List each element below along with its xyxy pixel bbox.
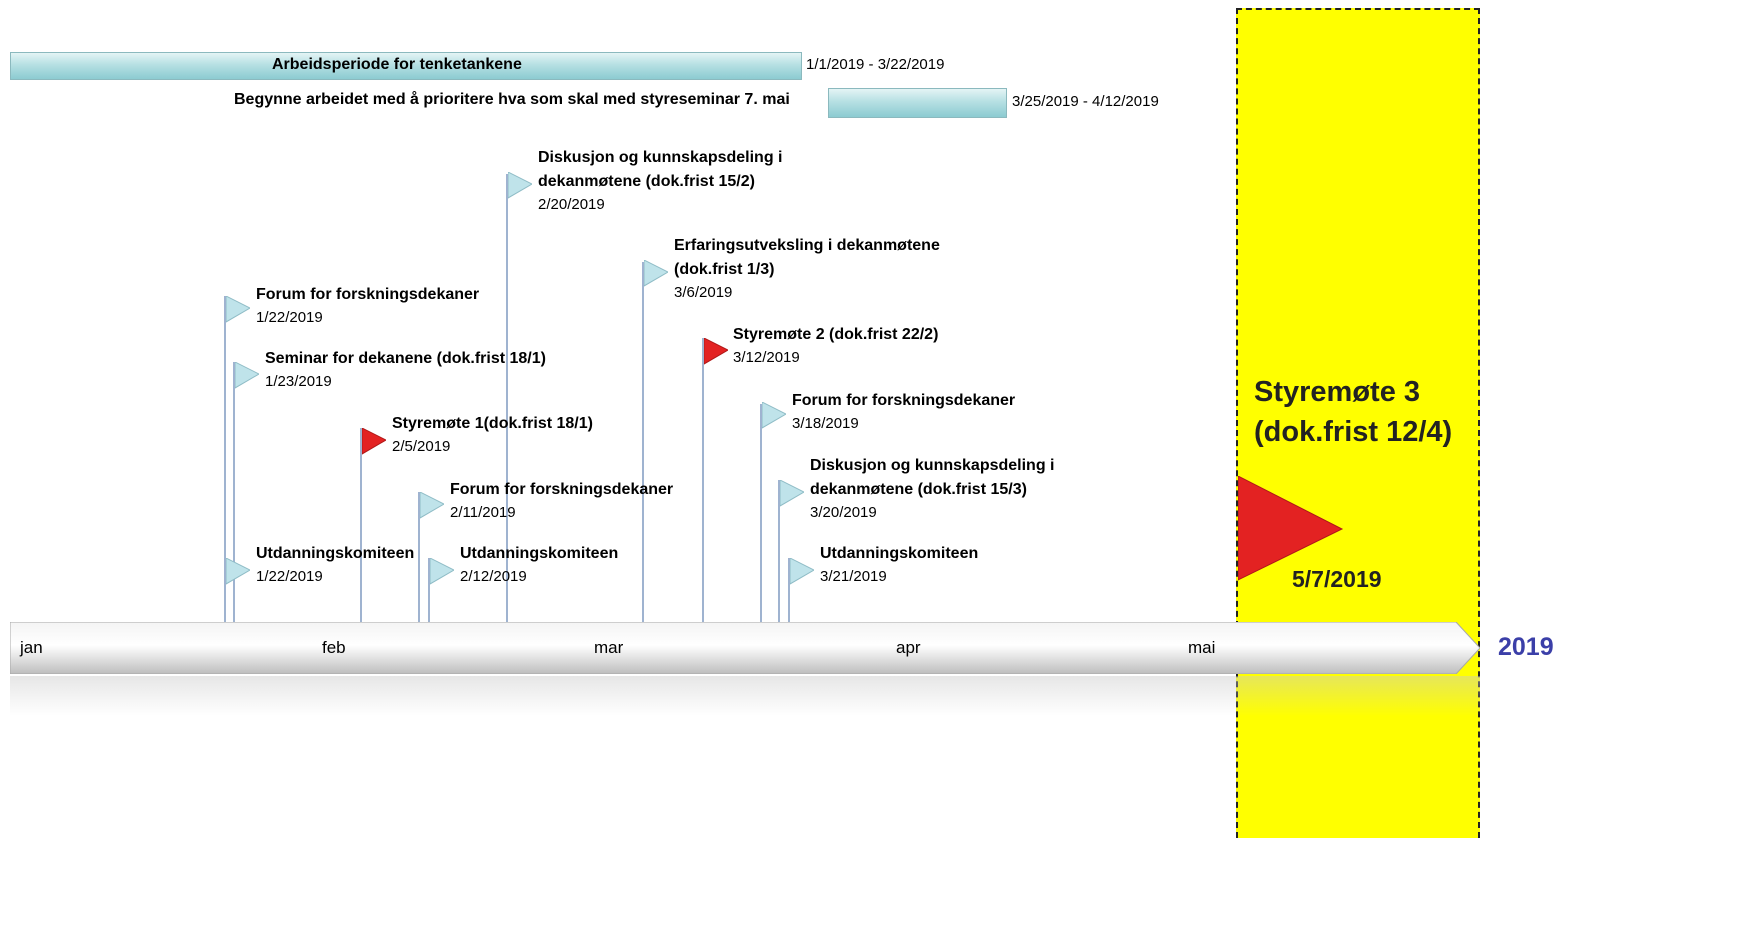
flag-icon [780,480,804,507]
milestone-date: 3/20/2019 [810,504,877,521]
period-bar-tenketank [10,52,802,80]
milestone-title: Diskusjon og kunnskapsdeling i [810,457,1055,474]
milestone-date: 3/18/2019 [792,415,859,432]
milestone-title: Forum for forskningsdekaner [256,286,480,303]
flag-icon [226,558,250,585]
axis-shadow [10,676,1480,716]
milestone-stem [642,262,644,622]
milestone-date: 3/21/2019 [820,568,887,585]
milestone-label: Forum for forskningsdekaner 2/11/2019 [450,478,673,524]
year-label: 2019 [1498,633,1554,661]
month-label-feb: feb [322,638,346,657]
milestone-stem [224,558,226,622]
month-label-apr: apr [896,638,921,657]
milestone-stem [760,404,762,622]
milestone-title: Utdanningskomiteen [820,545,979,562]
milestone-title-line2: dekanmøtene (dok.frist 15/2) [538,173,755,190]
milestone-stem [702,338,704,622]
milestone-date: 2/20/2019 [538,196,605,213]
month-label-mar: mar [594,638,624,657]
milestone-label: Utdanningskomiteen 1/22/2019 [256,542,414,588]
period-bar-prioritere [828,88,1007,118]
month-label-jan: jan [20,638,43,657]
milestone-stem [233,362,235,622]
flag-icon [226,296,250,323]
milestone-title-line2: dekanmøtene (dok.frist 15/3) [810,481,1027,498]
milestone-label: Styremøte 2 (dok.frist 22/2) 3/12/2019 [733,323,938,369]
milestone-date: 3/6/2019 [674,284,733,301]
milestone-label: Utdanningskomiteen 3/21/2019 [820,542,978,588]
month-label-mai: mai [1188,638,1216,657]
milestone-date: 1/22/2019 [256,568,323,585]
milestone-title: Forum for forskningsdekaner [792,392,1016,409]
milestone-title: Styremøte 2 (dok.frist 22/2) [733,326,939,343]
flag-icon [644,260,668,287]
milestone-label: Forum for forskningsdekaner 3/18/2019 [792,389,1015,435]
milestone-title: Utdanningskomiteen [460,545,619,562]
milestone-date: 3/12/2019 [733,349,800,366]
flag-icon [762,402,786,429]
milestone-label: Styremøte 1(dok.frist 18/1) 2/5/2019 [392,412,593,458]
milestone-stem [788,558,790,622]
milestone-label: Forum for forskningsdekaner 1/22/2019 [256,283,479,329]
flag-icon [430,558,454,585]
milestone-stem [224,296,226,622]
flag-icon [790,558,814,585]
highlight-title: Styremøte 3 (dok.frist 12/4) [1254,372,1452,452]
milestone-title: Erfaringsutveksling i dekanmøtene [674,237,940,254]
milestone-label: Seminar for dekanene (dok.frist 18/1) 1/… [265,347,546,393]
period-label-prioritere: Begynne arbeidet med å prioritere hva so… [234,91,790,108]
highlight-title-line1: Styremøte 3 [1254,376,1421,408]
milestone-stem [360,428,362,622]
milestone-stem [778,480,780,622]
milestone-title: Styremøte 1(dok.frist 18/1) [392,415,593,432]
milestone-stem [428,558,430,622]
period-label-tenketank: Arbeidsperiode for tenketankene [272,56,522,73]
flag-icon [704,338,728,365]
highlight-date: 5/7/2019 [1292,566,1382,592]
milestone-date: 1/22/2019 [256,309,323,326]
milestone-date: 2/11/2019 [450,504,516,521]
milestone-title-line2: (dok.frist 1/3) [674,261,775,278]
milestone-date: 2/5/2019 [392,438,451,455]
period-dates-prioritere: 3/25/2019 - 4/12/2019 [1012,93,1159,110]
milestone-label: Erfaringsutveksling i dekanmøtene (dok.f… [674,234,940,304]
milestone-label: Utdanningskomiteen 2/12/2019 [460,542,618,588]
timeline-axis [10,622,1480,674]
milestone-title: Forum for forskningsdekaner [450,481,674,498]
flag-icon [420,492,444,519]
flag-icon [362,428,386,455]
flag-icon [235,362,259,389]
period-dates-tenketank: 1/1/2019 - 3/22/2019 [806,56,945,73]
milestone-title: Diskusjon og kunnskapsdeling i [538,149,783,166]
milestone-date: 2/12/2019 [460,568,527,585]
milestone-title: Seminar for dekanene (dok.frist 18/1) [265,350,546,367]
milestone-date: 1/23/2019 [265,373,332,390]
highlight-box-styremote-3 [1236,8,1480,838]
milestone-label: Diskusjon og kunnskapsdeling i dekanmøte… [810,454,1054,524]
milestone-stem [418,492,420,622]
big-flag-icon [1238,476,1344,581]
highlight-title-line2: (dok.frist 12/4) [1254,416,1453,448]
milestone-stem [506,174,508,622]
milestone-title: Utdanningskomiteen [256,545,415,562]
flag-icon [508,172,532,199]
milestone-label: Diskusjon og kunnskapsdeling i dekanmøte… [538,146,782,216]
